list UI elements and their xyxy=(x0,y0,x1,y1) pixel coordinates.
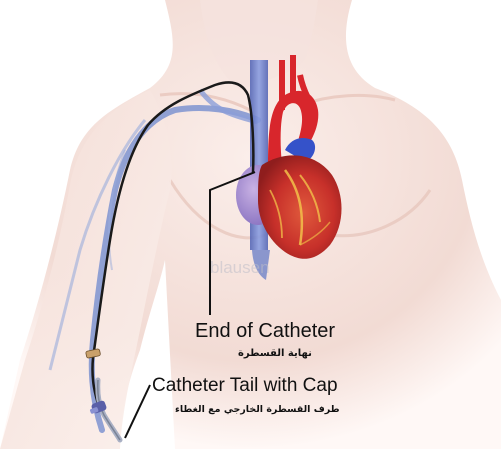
catheter-tail-label: Catheter Tail with Cap xyxy=(152,375,338,397)
blausen-watermark: blausen xyxy=(210,258,270,278)
end-of-catheter-label: End of Catheter xyxy=(195,320,335,343)
end-of-catheter-label-arabic: نهاية القسطرة xyxy=(238,348,312,359)
catheter-tail-label-arabic: طرف القسطرة الخارجي مع الغطاء xyxy=(175,404,340,415)
